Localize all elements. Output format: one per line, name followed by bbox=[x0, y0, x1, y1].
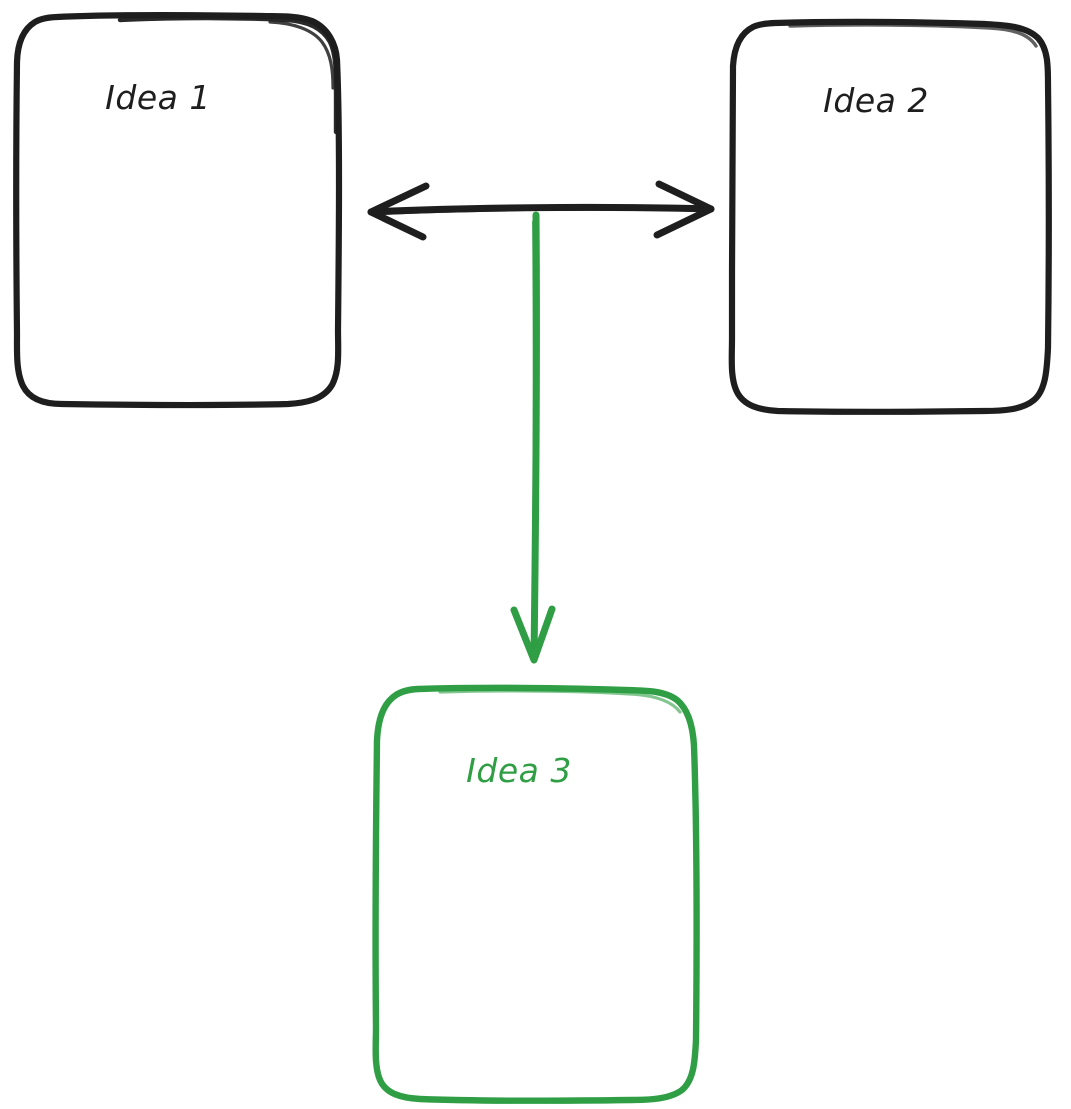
node-idea-1-label: Idea 1 bbox=[105, 78, 211, 117]
node-idea-1-outline-second-pass bbox=[117, 15, 339, 135]
node-idea-2-outline bbox=[728, 18, 1052, 415]
node-idea-2[interactable]: Idea 2 bbox=[728, 18, 1052, 415]
node-idea-1-outline bbox=[13, 11, 343, 409]
connector-to-idea3-arrowhead bbox=[510, 605, 556, 664]
node-idea-3-outline-second-pass bbox=[438, 689, 682, 714]
node-idea-2-label: Idea 2 bbox=[823, 81, 929, 120]
node-idea-3-outline bbox=[372, 684, 700, 1104]
connector-to-idea3-shaft-second-pass bbox=[531, 220, 537, 654]
node-idea-2-outline-second-pass bbox=[788, 23, 1038, 48]
node-idea-1-outline-third-pass bbox=[268, 20, 335, 90]
connector-idea1-idea2-arrowhead-right bbox=[653, 180, 715, 239]
connector-idea1-idea2-shaft-second-pass bbox=[378, 206, 708, 215]
connector-idea1-idea2-arrowhead-left bbox=[367, 182, 430, 241]
connector-to-idea3[interactable] bbox=[510, 211, 556, 664]
node-idea-1[interactable]: Idea 1 bbox=[13, 11, 343, 409]
node-idea-3[interactable]: Idea 3 bbox=[372, 684, 700, 1104]
connector-idea1-idea2[interactable] bbox=[367, 180, 715, 241]
node-idea-3-label: Idea 3 bbox=[466, 751, 572, 790]
